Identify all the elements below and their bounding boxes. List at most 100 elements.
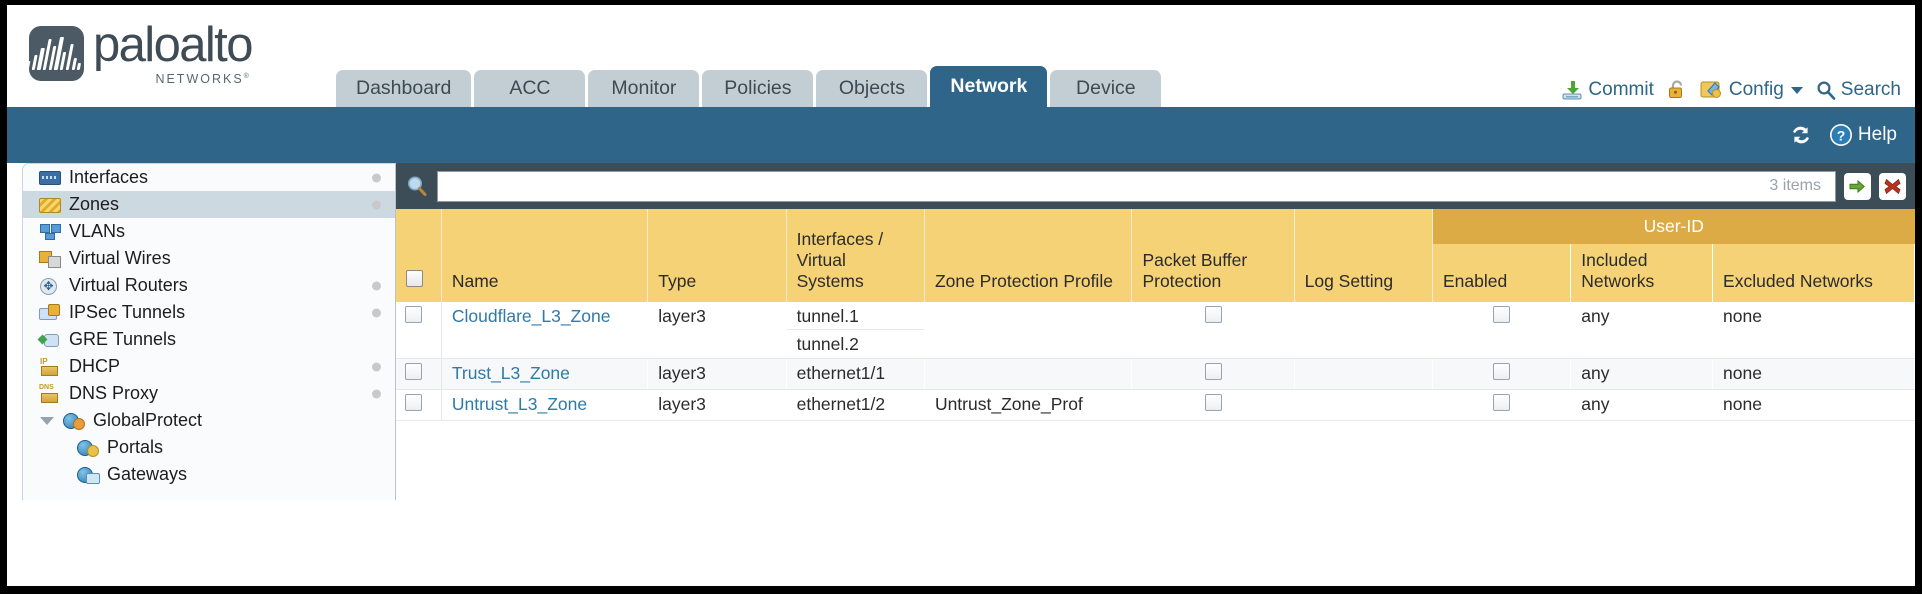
userid-enabled-checkbox[interactable]: [1493, 363, 1511, 380]
row-checkbox[interactable]: [405, 394, 422, 411]
sidebar-item-label: Zones: [69, 194, 120, 214]
col-type[interactable]: Type: [647, 209, 787, 302]
col-interfaces-virtual-systems[interactable]: Interfaces / Virtual Systems: [786, 209, 925, 302]
search-label: Search: [1840, 79, 1901, 100]
interface-item: tunnel.2: [796, 334, 859, 354]
help-question-icon: ?: [1829, 123, 1853, 147]
sidebar-item-gateways[interactable]: Gateways: [23, 461, 395, 488]
col-included-networks[interactable]: Included Networks: [1570, 244, 1714, 302]
items-count-label: 3 items: [1769, 177, 1821, 194]
col-enabled[interactable]: Enabled: [1432, 244, 1572, 302]
search-input[interactable]: [448, 177, 1770, 195]
sidebar-item-ipsec-tunnels[interactable]: IPSec Tunnels: [23, 299, 395, 326]
sidebar-item-vlans[interactable]: VLANs: [23, 218, 395, 245]
cell-userid-enabled: [1432, 302, 1572, 359]
top-header: paloalto NETWORKS® Dashboard ACC Monitor…: [7, 5, 1915, 107]
table-row[interactable]: Untrust_L3_Zone layer3 ethernet1/2 Untru…: [396, 389, 1915, 421]
col-excluded-networks[interactable]: Excluded Networks: [1712, 244, 1915, 302]
filter-bar: 3 items: [396, 163, 1915, 209]
cell-packet-buffer-protection: [1131, 358, 1295, 390]
sidebar-item-globalprotect[interactable]: GlobalProtect: [23, 407, 395, 434]
cell-type: layer3: [647, 389, 787, 421]
cell-name: Trust_L3_Zone: [441, 358, 649, 390]
sidebar-item-interfaces[interactable]: Interfaces: [23, 164, 395, 191]
sidebar-item-label: Portals: [107, 437, 164, 457]
table-group-header-row: Name Type Interfaces / Virtual Systems Z…: [396, 209, 1915, 302]
sidebar-item-zones[interactable]: Zones: [23, 191, 395, 218]
col-name[interactable]: Name: [441, 209, 649, 302]
cell-excluded-networks: none: [1712, 389, 1915, 421]
sidebar-item-label: DHCP: [69, 356, 121, 376]
tab-monitor[interactable]: Monitor: [588, 70, 700, 107]
tab-dashboard[interactable]: Dashboard: [336, 70, 472, 107]
zones-icon: [39, 196, 61, 214]
apply-filter-button[interactable]: [1844, 172, 1871, 200]
cell-log-setting: [1294, 358, 1433, 390]
interface-item: ethernet1/2: [796, 394, 886, 414]
portals-icon: [77, 439, 99, 457]
search-button[interactable]: Search: [1816, 79, 1901, 101]
virtual-wires-icon: [39, 250, 61, 268]
sidebar-item-label: GlobalProtect: [93, 410, 203, 430]
col-zone-protection-profile[interactable]: Zone Protection Profile: [924, 209, 1133, 302]
refresh-icon[interactable]: [1789, 123, 1813, 147]
unlock-icon[interactable]: [1667, 79, 1687, 101]
search-magnifier-icon: [1816, 80, 1836, 100]
zone-name-link[interactable]: Cloudflare_L3_Zone: [451, 306, 611, 326]
table-row[interactable]: Trust_L3_Zone layer3 ethernet1/1: [396, 358, 1915, 390]
zones-table-wrap: Name Type Interfaces / Virtual Systems Z…: [396, 209, 1915, 586]
sidebar-item-virtual-wires[interactable]: Virtual Wires: [23, 245, 395, 272]
expand-triangle-icon[interactable]: [40, 416, 54, 425]
tab-policies[interactable]: Policies: [702, 70, 814, 107]
sidebar-item-dhcp[interactable]: DHCP: [23, 353, 395, 380]
tab-acc[interactable]: ACC: [474, 70, 586, 107]
status-dot: [372, 362, 381, 371]
userid-enabled-checkbox[interactable]: [1493, 306, 1511, 323]
cell-included-networks: any: [1570, 358, 1714, 390]
brand-name: paloalto: [93, 18, 253, 72]
sidebar-item-portals[interactable]: Portals: [23, 434, 395, 461]
chevron-down-icon: [1790, 86, 1803, 94]
config-menu[interactable]: Config: [1700, 79, 1803, 101]
commit-button[interactable]: Commit: [1561, 79, 1654, 101]
sidebar-item-gre-tunnels[interactable]: GRE Tunnels: [23, 326, 395, 353]
sidebar-item-virtual-routers[interactable]: Virtual Routers: [23, 272, 395, 299]
zone-name-link[interactable]: Untrust_L3_Zone: [451, 394, 588, 414]
userid-enabled-checkbox[interactable]: [1493, 394, 1511, 411]
help-link[interactable]: ? Help: [1829, 123, 1897, 147]
packet-buffer-protection-checkbox[interactable]: [1204, 306, 1222, 323]
filter-input-wrap[interactable]: 3 items: [437, 170, 1836, 202]
tab-objects[interactable]: Objects: [816, 70, 928, 107]
row-checkbox[interactable]: [405, 363, 422, 380]
sub-header-actions: ? Help: [1789, 123, 1897, 147]
col-packet-buffer-protection[interactable]: Packet Buffer Protection: [1131, 209, 1295, 302]
status-dot: [372, 281, 381, 290]
sidebar-item-label: IPSec Tunnels: [69, 302, 186, 322]
packet-buffer-protection-checkbox[interactable]: [1204, 394, 1222, 411]
cell-packet-buffer-protection: [1131, 302, 1295, 359]
sidebar-item-dns-proxy[interactable]: DNS Proxy: [23, 380, 395, 407]
cell-included-networks: any: [1570, 302, 1714, 359]
zone-name-link[interactable]: Trust_L3_Zone: [451, 363, 570, 383]
dhcp-icon: [39, 357, 61, 376]
brand-logo: paloalto NETWORKS®: [29, 18, 253, 86]
table-header-row: Enabled Included Networks Excluded Netwo…: [396, 244, 1915, 302]
search-magnifier-icon[interactable]: [405, 174, 429, 198]
row-select-cell: [396, 358, 442, 390]
cell-interfaces: ethernet1/2: [786, 389, 925, 421]
cell-log-setting: [1294, 389, 1433, 421]
tab-device[interactable]: Device: [1050, 70, 1162, 107]
interface-item: tunnel.1: [786, 302, 924, 330]
col-log-setting[interactable]: Log Setting: [1294, 209, 1433, 302]
row-select-cell: [396, 302, 442, 359]
select-all-checkbox[interactable]: [406, 270, 423, 287]
dns-proxy-icon: [39, 384, 61, 403]
packet-buffer-protection-checkbox[interactable]: [1204, 363, 1222, 380]
sub-header-bar: ? Help: [7, 107, 1915, 163]
clear-filter-button[interactable]: [1879, 172, 1906, 200]
tab-network[interactable]: Network: [930, 66, 1048, 107]
main-body: Interfaces Zones VLANs Virtual Wires Vir…: [7, 163, 1915, 586]
row-checkbox[interactable]: [405, 306, 422, 323]
table-row[interactable]: Cloudflare_L3_Zone layer3 tunnel.1 tunne…: [396, 302, 1915, 359]
